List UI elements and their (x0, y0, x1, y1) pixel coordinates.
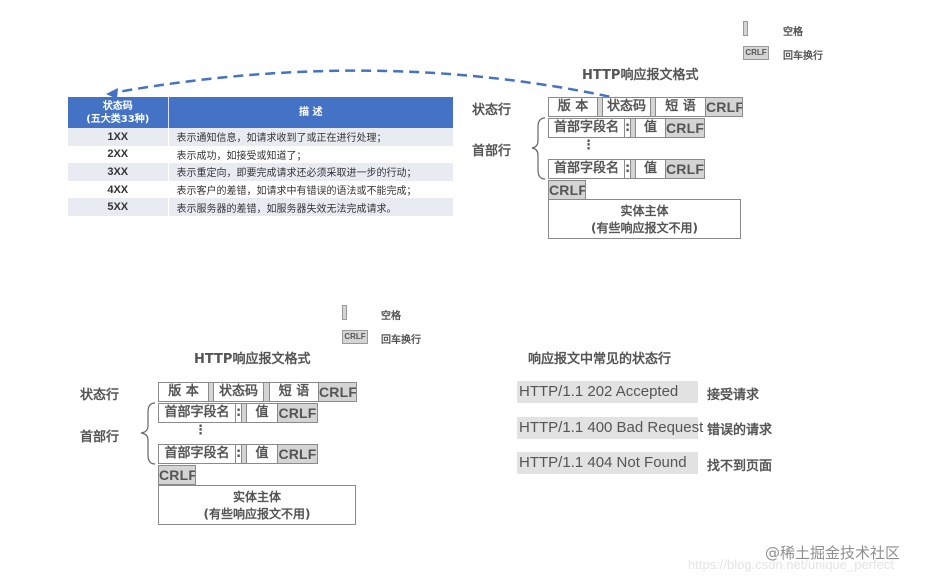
table-row: 5XX 表示服务器的差错，如服务器失效无法完成请求。 (68, 198, 453, 216)
entity-body-box: 实体主体 (有些响应报文不用) (548, 199, 741, 239)
ellipsis-icon: ⋮ (582, 138, 595, 153)
header-lines-label: 首部行 (80, 430, 120, 445)
crlf-swatch-icon: CRLF (342, 330, 368, 344)
header-value-field: 值 (246, 403, 278, 423)
status-meaning-400: 错误的请求 (707, 423, 773, 438)
entity-body-note: (有些响应报文不用) (591, 221, 698, 235)
status-line-label: 状态行 (472, 103, 512, 118)
status-meaning-404: 找不到页面 (707, 459, 773, 474)
header-lines-label: 首部行 (472, 144, 512, 159)
status-code-field: 状态码 (213, 382, 264, 402)
entity-body-title: 实体主体 (232, 490, 281, 504)
crlf-legend-label: 回车换行 (783, 51, 823, 62)
crlf-field: CRLF (665, 159, 705, 179)
description-cell: 表示重定向，即要完成请求还必须采取进一步的行动； (168, 163, 453, 181)
code-header-label: 状态码 (102, 100, 133, 112)
header-field-name: 首部字段名 (158, 444, 236, 464)
table-row: 3XX 表示重定向，即要完成请求还必须采取进一步的行动； (68, 163, 453, 181)
crlf-legend-label: 回车换行 (381, 335, 421, 346)
table-row: 4XX 表示客户的差错，如请求中有错误的语法或不能完成； (68, 180, 453, 199)
common-status-title: 响应报文中常见的状态行 (528, 352, 672, 367)
space-legend-label: 空格 (783, 27, 803, 38)
status-code-cell: 2XX (68, 145, 169, 164)
diagram-title: HTTP响应报文格式 (194, 352, 311, 367)
brace-icon (140, 402, 156, 465)
header-value-field: 值 (635, 159, 666, 179)
entity-body-box: 实体主体 (有些响应报文不用) (158, 485, 356, 525)
phrase-field: 短 语 (269, 382, 319, 402)
entity-body-note: (有些响应报文不用) (203, 507, 311, 521)
watermark-url: https://blog.csdn.net/unique_perfect (688, 557, 894, 572)
description-cell: 表示通知信息，如请求收到了或正在进行处理； (168, 128, 453, 146)
status-code-cell: 4XX (68, 180, 169, 199)
status-code-cell: 5XX (68, 198, 169, 216)
status-line-202: HTTP/1.1 202 Accepted (517, 381, 698, 403)
phrase-field: 短 语 (655, 97, 706, 117)
blank-line-crlf: CRLF (548, 180, 586, 200)
status-line-400: HTTP/1.1 400 Bad Request (517, 417, 703, 439)
status-meaning-202: 接受请求 (707, 388, 760, 403)
crlf-field: CRLF (318, 382, 357, 402)
status-line-404: HTTP/1.1 404 Not Found (517, 452, 698, 474)
crlf-field: CRLF (705, 97, 743, 117)
header-value-field: 值 (635, 118, 666, 138)
status-code-cell: 3XX (68, 163, 169, 181)
version-field: 版 本 (158, 382, 209, 402)
status-code-cell: 1XX (68, 128, 169, 146)
header-field-name: 首部字段名 (548, 159, 625, 179)
header-field-name: 首部字段名 (548, 118, 625, 138)
space-swatch-icon (342, 305, 347, 320)
status-code-table: 状态码 (五大类33种) 描 述 1XX 表示通知信息，如请求收到了或正在进行处… (68, 97, 453, 216)
crlf-field: CRLF (665, 118, 705, 138)
space-legend-label: 空格 (381, 311, 401, 322)
description-cell: 表示服务器的差错，如服务器失效无法完成请求。 (168, 198, 453, 216)
diagram-title: HTTP响应报文格式 (582, 68, 699, 83)
status-code-field: 状态码 (602, 97, 651, 117)
header-field-name: 首部字段名 (158, 403, 236, 423)
blank-line-crlf: CRLF (158, 465, 196, 485)
watermark-brand: @稀土掘金技术社区 (765, 544, 901, 562)
brace-icon (531, 117, 546, 180)
desc-column-header: 描 述 (168, 97, 453, 128)
ellipsis-icon: ⋮ (194, 423, 207, 438)
description-cell: 表示成功，如接受或知道了； (168, 145, 453, 164)
space-swatch-icon (743, 21, 748, 36)
status-line-label: 状态行 (80, 388, 120, 403)
entity-body-title: 实体主体 (620, 204, 669, 218)
crlf-swatch-icon: CRLF (743, 46, 769, 60)
crlf-field: CRLF (277, 403, 318, 423)
version-field: 版 本 (548, 97, 598, 117)
code-header-sublabel: (五大类33种) (86, 113, 150, 125)
table-row: 2XX 表示成功，如接受或知道了； (68, 145, 453, 164)
header-value-field: 值 (246, 444, 278, 464)
code-column-header: 状态码 (五大类33种) (68, 97, 169, 128)
table-row: 1XX 表示通知信息，如请求收到了或正在进行处理； (68, 128, 453, 146)
description-cell: 表示客户的差错，如请求中有错误的语法或不能完成； (168, 180, 453, 199)
crlf-field: CRLF (277, 444, 318, 464)
